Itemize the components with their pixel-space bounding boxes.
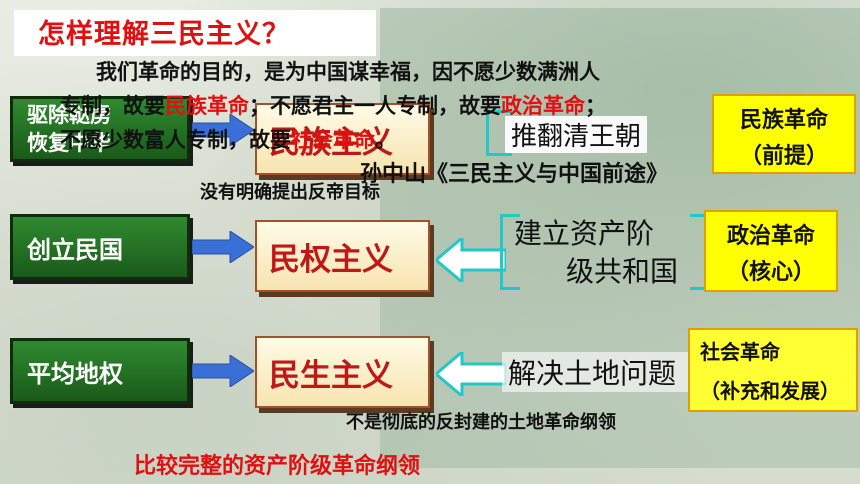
- content-2-line2: 级共和国: [566, 255, 679, 288]
- goal-2-label: 创立民国: [27, 235, 123, 264]
- goal-1-line2: 恢复中华: [27, 131, 111, 155]
- arrow-right-icon: [192, 231, 254, 263]
- tag-1-line2: （前提）: [739, 144, 828, 169]
- quote-line-1: 我们革命的目的，是为中国谋幸福，因不愿少数满洲人: [96, 60, 600, 84]
- goal-box-3: 平均地权: [10, 338, 190, 404]
- tag-box-2: 政治革命 （核心）: [704, 210, 838, 292]
- arrow-right-icon: [192, 114, 254, 146]
- quote-keyword-political: 政治革命: [501, 94, 585, 118]
- title-box: [14, 10, 376, 56]
- quote-keyword-social: 社会革命: [291, 128, 375, 152]
- goal-box-2: 创立民国: [10, 214, 190, 280]
- principle-box-2: 民权主义: [255, 220, 430, 292]
- principle-box-1: 民族主义: [255, 103, 430, 175]
- tag-2-line2: （核心）: [726, 260, 815, 285]
- content-3: 解决土地问题: [502, 352, 704, 392]
- bracket-2: [500, 214, 520, 290]
- principle-3-label: 民生主义: [269, 357, 393, 394]
- tag-3-line2: （补充和发展）: [700, 379, 840, 403]
- note-row-1: 没有明确提出反帝目标: [200, 182, 380, 203]
- quote-line-3-a: 不愿少数富人专制，故要: [60, 128, 291, 152]
- principle-1-label: 民族主义: [269, 124, 393, 161]
- quote-source: 孙中山《三民主义与中国前途》: [360, 162, 669, 187]
- quote-line-2: 专制，故要民族革命；不愿君主一人专制，故要政治革命；: [60, 90, 606, 120]
- tag-box-3: 社会革命 （补充和发展）: [688, 328, 858, 412]
- goal-box-1: 驱除鞑虏 恢复中华: [10, 96, 190, 162]
- quote-keyword-national: 民族革命: [165, 94, 249, 118]
- note-row-3: 不是彻底的反封建的土地革命纲领: [346, 412, 616, 433]
- arrow-left-icon: [436, 352, 506, 396]
- arrow-left-icon: [436, 238, 506, 282]
- goal-1-line1: 驱除鞑虏: [27, 103, 111, 127]
- quote-line-2-a: 专制，故要: [60, 94, 165, 118]
- tag-3-line1: 社会革命: [700, 340, 780, 364]
- quote-line-3-c: 。: [375, 128, 396, 152]
- conclusion: 比较完整的资产阶级革命纲领: [134, 454, 421, 479]
- tag-2-line1: 政治革命: [726, 224, 815, 249]
- page-title: 怎样理解三民主义？: [38, 19, 290, 50]
- quote-line-2-e: ；: [585, 94, 606, 118]
- goal-3-label: 平均地权: [27, 359, 123, 388]
- tag-1-line1: 民族革命: [739, 108, 828, 133]
- quote-line-2-c: ；不愿君主一人专制，故要: [249, 94, 501, 118]
- arrow-right-icon: [192, 355, 254, 387]
- bracket-1: [486, 110, 512, 156]
- tag-box-1: 民族革命 （前提）: [712, 94, 856, 174]
- content-2-line1: 建立资产阶: [514, 217, 655, 250]
- principle-box-3: 民生主义: [255, 336, 430, 408]
- principle-2-label: 民权主义: [269, 241, 393, 278]
- content-1: 推翻清王朝: [505, 116, 648, 153]
- quote-line-3: 不愿少数富人专制，故要社会革命。: [60, 124, 396, 154]
